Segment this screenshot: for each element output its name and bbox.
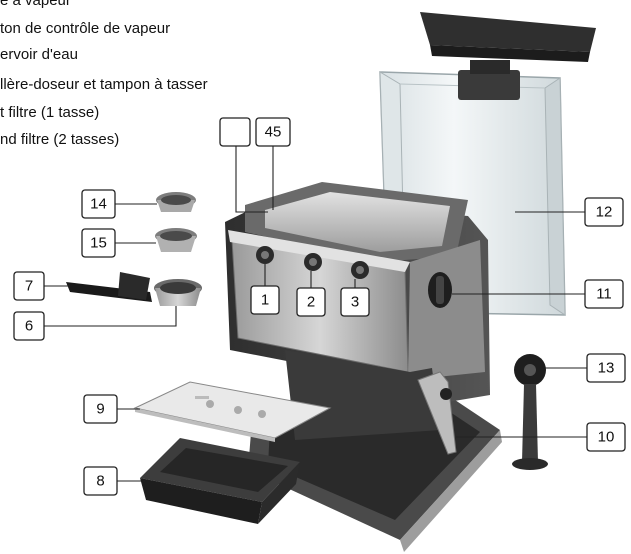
drip-tray bbox=[140, 438, 300, 524]
svg-text:12: 12 bbox=[596, 204, 613, 221]
filter-large bbox=[155, 228, 197, 252]
svg-text:14: 14 bbox=[90, 196, 107, 213]
tamper bbox=[512, 354, 548, 470]
callout-7: 7 bbox=[13, 271, 45, 301]
legend-item: e à vapeur bbox=[0, 0, 71, 9]
svg-text:6: 6 bbox=[25, 318, 33, 335]
svg-text:10: 10 bbox=[598, 429, 615, 446]
callout-3: 3 bbox=[340, 287, 370, 317]
legend-item: ervoir d'eau bbox=[0, 46, 78, 63]
callout-blank bbox=[219, 117, 251, 147]
portafilter bbox=[66, 272, 202, 306]
legend-item: nd filtre (2 tasses) bbox=[0, 131, 120, 148]
callout-2: 2 bbox=[296, 287, 326, 317]
svg-text:7: 7 bbox=[25, 278, 33, 295]
callout-8: 8 bbox=[83, 466, 118, 496]
svg-text:1: 1 bbox=[261, 292, 269, 309]
svg-text:11: 11 bbox=[596, 286, 612, 303]
svg-text:15: 15 bbox=[90, 235, 107, 252]
svg-text:3: 3 bbox=[351, 294, 359, 311]
filter-small bbox=[156, 192, 196, 212]
callout-9: 9 bbox=[83, 394, 118, 424]
legend-item: t filtre (1 tasse) bbox=[0, 104, 100, 121]
drip-tray-plate bbox=[133, 381, 332, 442]
svg-text:8: 8 bbox=[96, 473, 104, 490]
callout-12: 12 bbox=[584, 197, 624, 227]
callout-6: 6 bbox=[13, 311, 45, 341]
callout-45: 45 bbox=[255, 117, 291, 147]
svg-text:45: 45 bbox=[265, 124, 282, 141]
svg-text:13: 13 bbox=[598, 360, 615, 377]
callout-14: 14 bbox=[81, 189, 116, 219]
callout-11: 11 bbox=[584, 279, 624, 309]
callout-10: 10 bbox=[586, 422, 626, 452]
legend-item: llère-doseur et tampon à tasser bbox=[0, 76, 208, 93]
leader-lines bbox=[44, 145, 587, 482]
callout-15: 15 bbox=[81, 228, 116, 258]
svg-text:2: 2 bbox=[307, 294, 315, 311]
svg-text:9: 9 bbox=[96, 401, 104, 418]
legend-item: ton de contrôle de vapeur bbox=[0, 20, 171, 37]
callout-13: 13 bbox=[586, 353, 626, 383]
callout-1: 1 bbox=[250, 285, 280, 315]
